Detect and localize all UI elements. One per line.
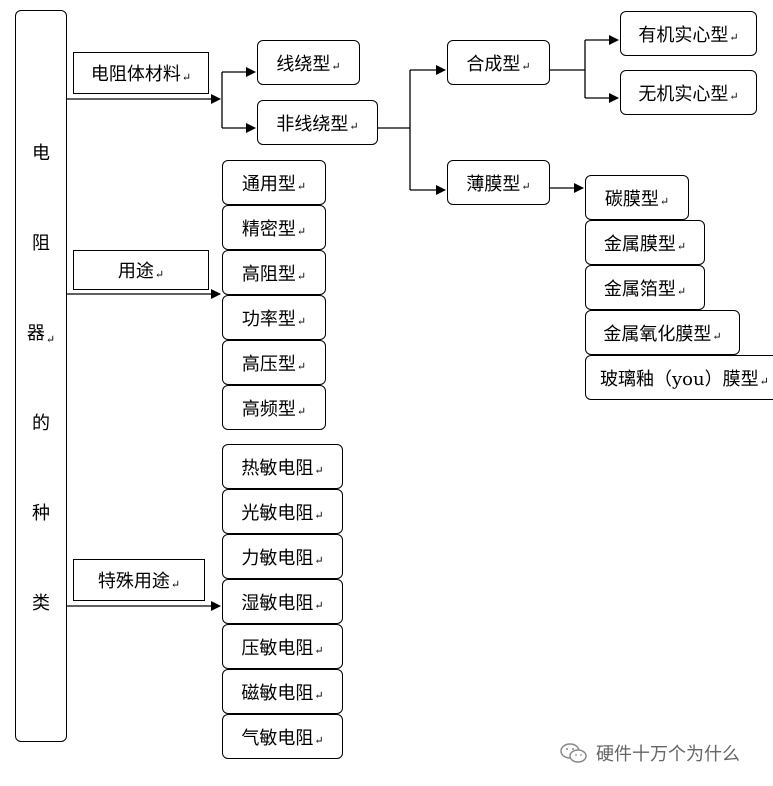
special-varistor: 压敏电阻↵: [222, 624, 343, 669]
special-magnetoresistor: 磁敏电阻↵: [222, 669, 343, 714]
watermark-text: 硬件十万个为什么: [596, 744, 740, 765]
node-inorganic-solid: 无机实心型↵: [620, 70, 757, 115]
root-char: 阻: [32, 233, 50, 254]
usage-precision: 精密型↵: [222, 205, 326, 250]
resistor-types-root: 电 阻 器↵ 的 种 类: [15, 10, 67, 742]
usage-power: 功率型↵: [222, 295, 326, 340]
category-material: 电阻体材料↵: [73, 52, 209, 94]
watermark: 硬件十万个为什么: [560, 740, 740, 766]
node-glass-glaze-film: 玻璃釉（you）膜型↵: [585, 355, 773, 400]
node-non-wirewound: 非线绕型↵: [257, 100, 378, 145]
special-force-sensitive: 力敏电阻↵: [222, 534, 343, 579]
node-metal-oxide-film: 金属氧化膜型↵: [585, 310, 740, 355]
wechat-icon: [560, 743, 587, 763]
special-gas-sensitive: 气敏电阻↵: [222, 714, 343, 759]
usage-high-resistance: 高阻型↵: [222, 250, 326, 295]
node-organic-solid: 有机实心型↵: [620, 11, 757, 56]
node-metal-film: 金属膜型↵: [585, 220, 705, 265]
usage-high-frequency: 高频型↵: [222, 385, 326, 430]
usage-high-voltage: 高压型↵: [222, 340, 326, 385]
category-special: 特殊用途↵: [73, 559, 205, 601]
node-wirewound: 线绕型↵: [257, 40, 360, 85]
usage-general: 通用型↵: [222, 160, 326, 205]
root-char: 电: [32, 143, 50, 164]
root-char: 器↵: [26, 323, 56, 346]
root-char: 种: [32, 503, 50, 524]
category-usage: 用途↵: [73, 250, 209, 290]
root-char: 类: [32, 593, 50, 614]
special-photoresistor: 光敏电阻↵: [222, 489, 343, 534]
node-film: 薄膜型↵: [447, 160, 550, 205]
special-thermistor: 热敏电阻↵: [222, 444, 343, 489]
special-humidity-sensitive: 湿敏电阻↵: [222, 579, 343, 624]
root-char: 的: [32, 413, 50, 434]
node-composite: 合成型↵: [447, 40, 550, 85]
node-carbon-film: 碳膜型↵: [585, 175, 689, 220]
node-metal-foil: 金属箔型↵: [585, 265, 705, 310]
